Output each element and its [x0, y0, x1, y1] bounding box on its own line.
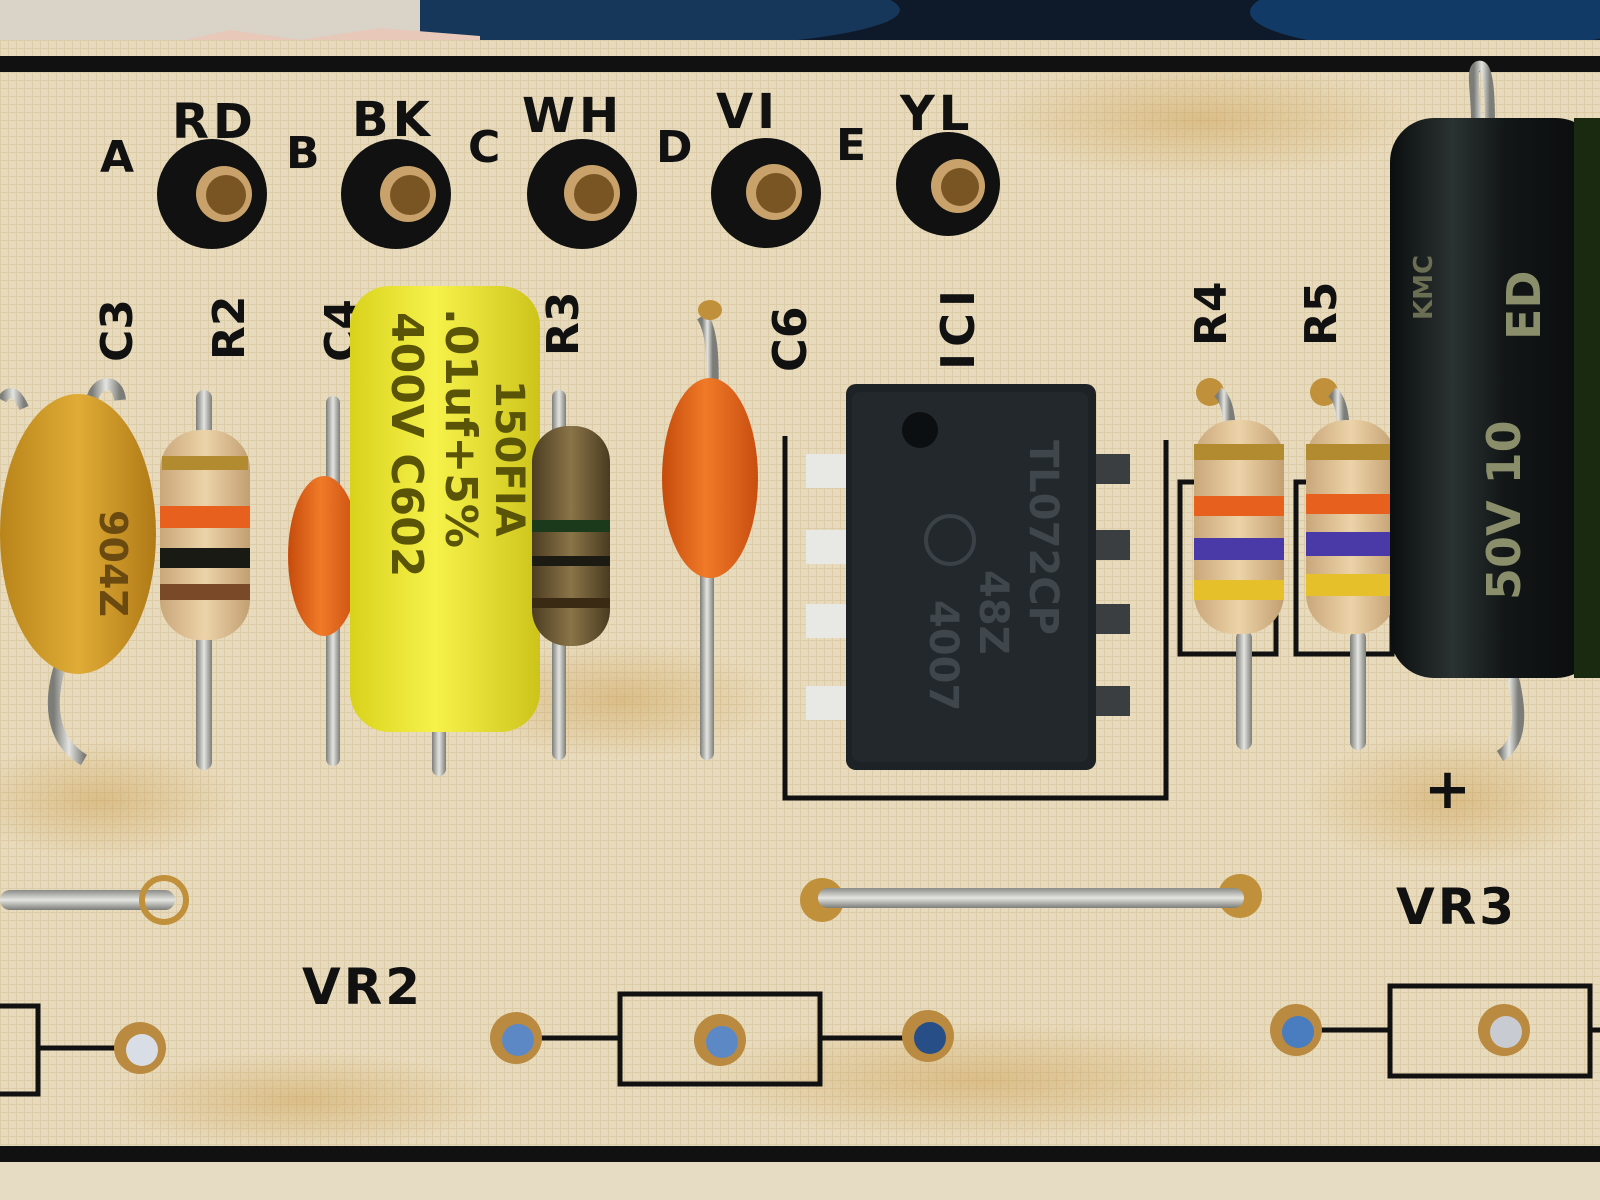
- electrolytic-brand: KMC: [1409, 255, 1439, 320]
- resistor-r5: [1306, 378, 1396, 750]
- ref-labels: C3 R2 C4 R3 C6 ICI R4 R5 VR2 VR3 +: [92, 282, 1517, 1017]
- resistor-r3: [532, 390, 610, 760]
- pad-c: [527, 139, 637, 249]
- ref-label-c3: C3: [92, 299, 143, 362]
- wire-pads: [157, 132, 1000, 249]
- resistor-r2: [160, 390, 250, 770]
- polarity-plus: +: [1424, 757, 1471, 822]
- ic1-chip: TL072CP 48Z 4007: [806, 384, 1130, 770]
- trimmer-holes: [114, 1004, 1530, 1074]
- electrolytic-line1: 50V 10: [1477, 420, 1531, 600]
- resistor-r4: [1194, 378, 1284, 750]
- electrolytic-capacitor: 50V 10 ED KMC: [1390, 60, 1600, 762]
- pad-e: [896, 132, 1000, 236]
- c602-line2: 400V C602: [381, 312, 432, 577]
- ic1-line2: 48Z: [970, 570, 1016, 655]
- pad-label-vi: VI: [716, 84, 779, 140]
- pad-labels: A RD B BK C WH D VI E YL: [100, 84, 973, 183]
- ref-label-c6: C6: [763, 306, 817, 372]
- pad-label-wh: WH: [522, 88, 623, 144]
- pad-label-yl: YL: [899, 86, 973, 142]
- ic1-line1: TL072CP: [1020, 440, 1066, 635]
- capacitor-c3: 904Z: [0, 378, 156, 766]
- ic1-line3: 4007: [920, 600, 966, 711]
- pad-label-c: C: [468, 122, 500, 173]
- ref-label-r2: R2: [204, 296, 255, 361]
- jumper-wires: [0, 874, 1262, 925]
- electrolytic-line2: ED: [1497, 270, 1551, 340]
- capacitor-c6: [662, 300, 758, 760]
- pad-b: [341, 139, 451, 249]
- pad-label-b: B: [286, 128, 320, 179]
- pad-label-e: E: [836, 120, 866, 171]
- c602-line3: 150FIA: [486, 380, 532, 537]
- pad-d: [711, 138, 821, 248]
- ref-label-vr3: VR3: [1396, 878, 1517, 936]
- pad-label-rd: RD: [172, 94, 257, 150]
- pad-a: [157, 139, 267, 249]
- ref-label-ic1: ICI: [931, 284, 985, 370]
- ref-label-vr2: VR2: [302, 958, 423, 1016]
- capacitor-c602: .01uf+5% 400V C602 150FIA: [350, 286, 540, 776]
- pad-label-d: D: [656, 122, 693, 173]
- pad-label-bk: BK: [352, 92, 434, 148]
- c602-line1: .01uf+5%: [435, 308, 486, 548]
- pad-label-a: A: [100, 132, 134, 183]
- ref-label-r5: R5: [1296, 282, 1347, 347]
- footprint-outlines: [0, 436, 1600, 1097]
- ref-label-r4: R4: [1186, 282, 1237, 347]
- capacitor-c4: [288, 396, 360, 766]
- ref-label-r3: R3: [538, 292, 589, 357]
- c3-marking: 904Z: [91, 510, 135, 617]
